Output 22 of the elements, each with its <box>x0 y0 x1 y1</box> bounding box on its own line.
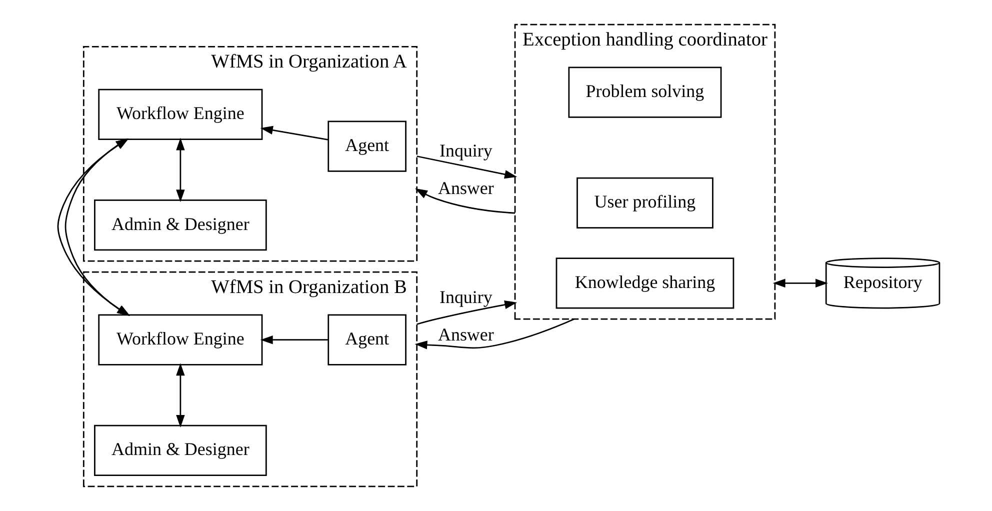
arrow <box>414 318 574 350</box>
edge-label: Answer <box>437 324 494 344</box>
node-box: Admin & Designer <box>94 424 266 476</box>
edge-label: Answer <box>437 178 494 198</box>
node-box: Workflow Engine <box>98 314 262 366</box>
node-box: Problem solving <box>568 66 722 118</box>
node-box: Knowledge sharing <box>555 258 734 309</box>
node-box: Admin & Designer <box>94 200 266 251</box>
node-box: User profiling <box>576 177 713 229</box>
arrow <box>772 278 828 288</box>
arrow <box>260 126 328 140</box>
edge-label: Inquiry <box>438 140 492 161</box>
node-box: Workflow Engine <box>98 88 262 140</box>
arrow <box>260 335 328 344</box>
arrow <box>176 363 184 428</box>
arrow <box>176 138 184 202</box>
arrow <box>414 188 515 214</box>
node-box: Agent <box>327 314 406 366</box>
arrow <box>416 300 517 325</box>
node-box: Agent <box>327 120 406 172</box>
edge-label: Inquiry <box>438 287 492 308</box>
arrow <box>416 156 517 179</box>
